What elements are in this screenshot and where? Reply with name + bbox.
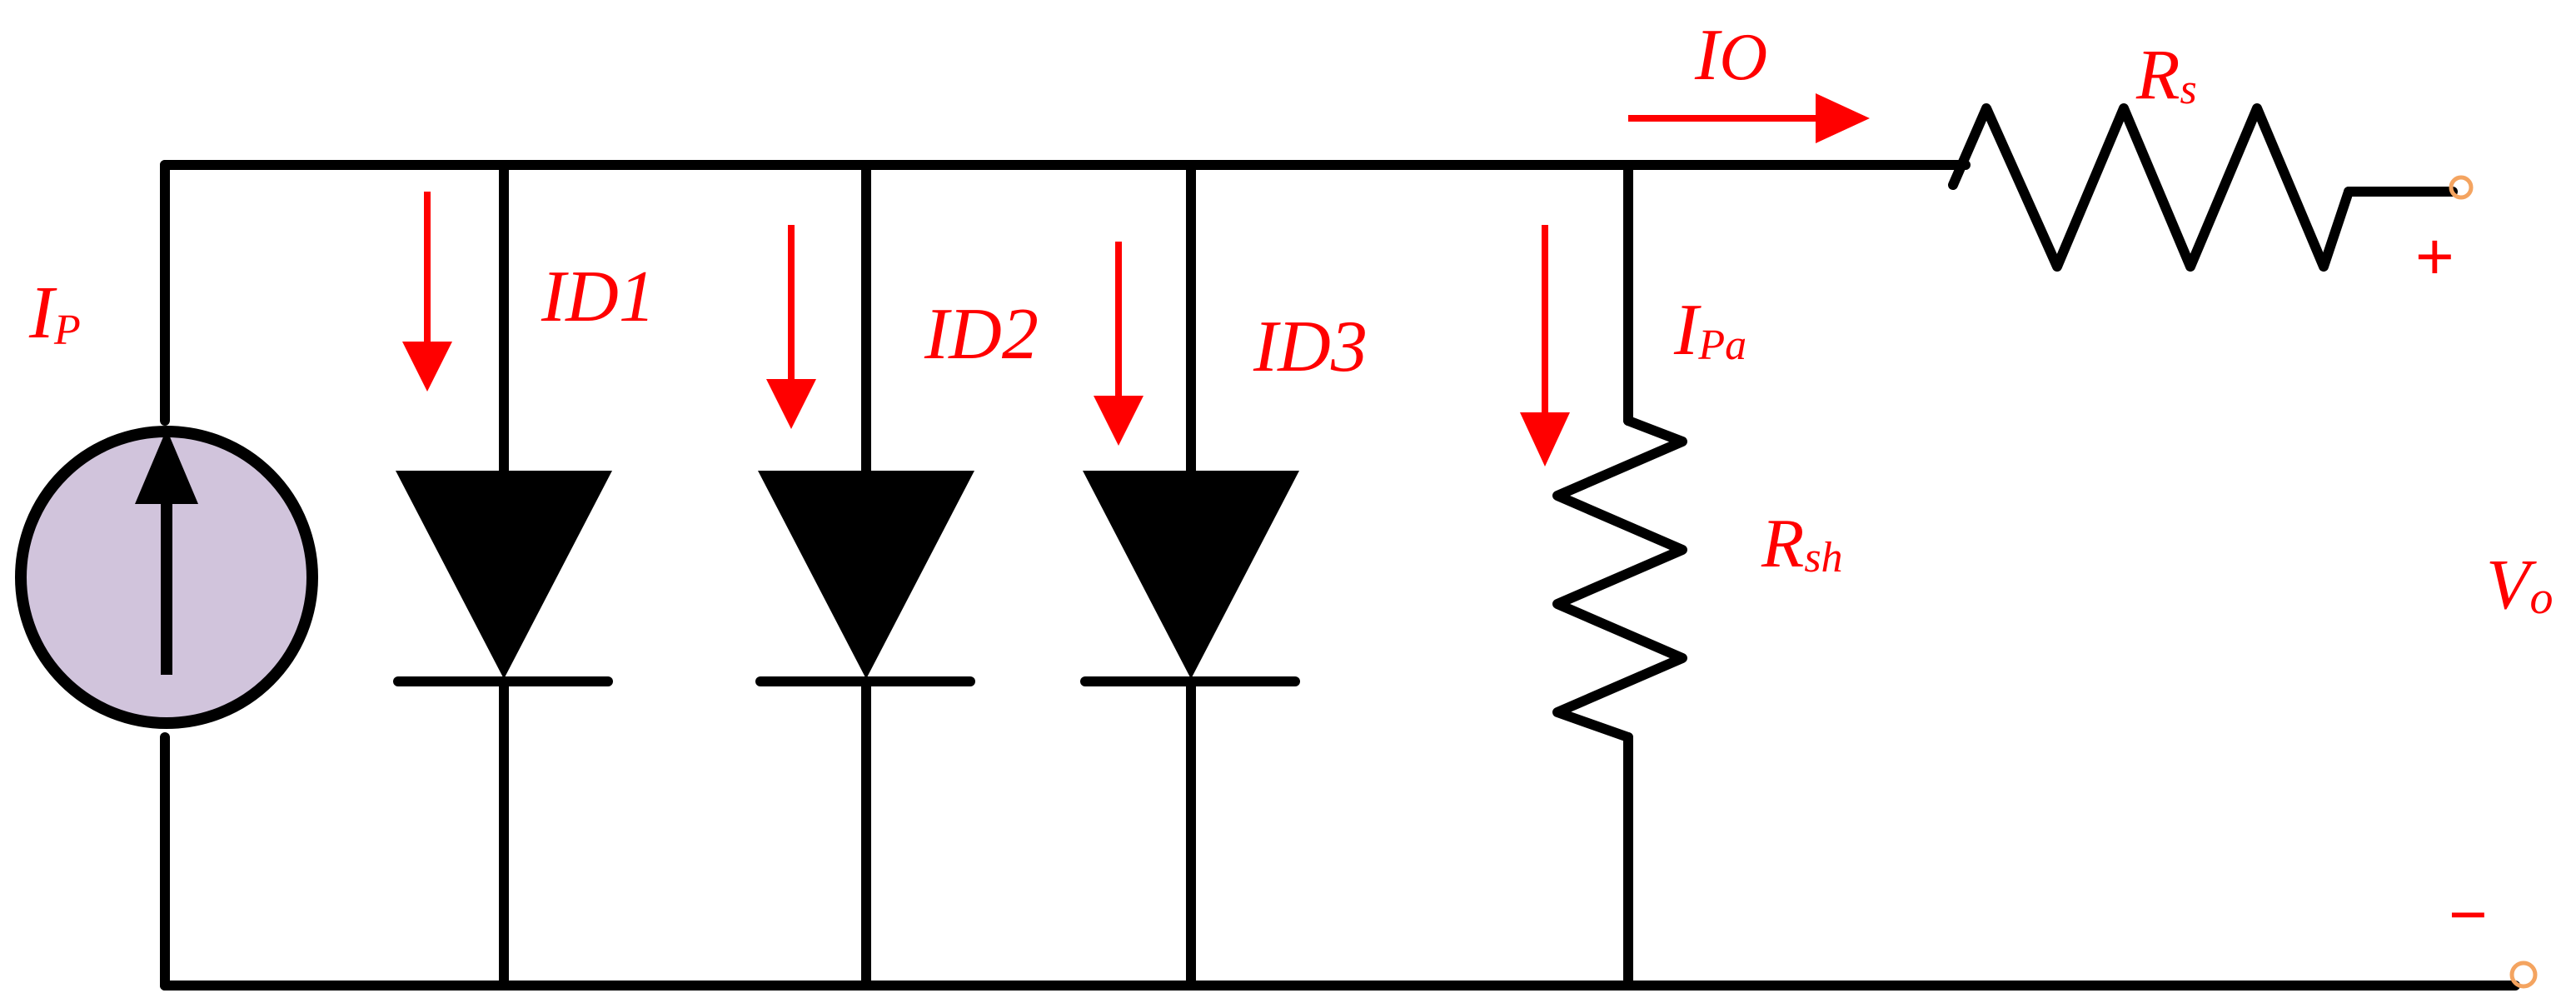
current-source: [15, 426, 318, 729]
label-ip: IP: [28, 272, 81, 354]
down-arrow-icon: [1520, 412, 1570, 467]
label-id1: ID1: [541, 257, 655, 337]
diode-triangle-icon: [1083, 471, 1299, 679]
arrow-id1: [402, 192, 452, 392]
arrow-id3: [1094, 242, 1144, 446]
diode-triangle-icon: [758, 471, 974, 679]
negative-terminal: [2509, 961, 2538, 989]
label-ipa: IPa: [1673, 290, 1746, 371]
label-rsh: Rsh: [1761, 505, 1843, 582]
diode-2: [755, 471, 975, 686]
shunt-resistor: [1552, 416, 1687, 742]
diode-1: [393, 471, 613, 686]
arrow-id2: [766, 225, 816, 429]
label-rs: Rs: [2135, 34, 2197, 114]
label-id2: ID2: [924, 294, 1039, 375]
positive-terminal: [2449, 175, 2474, 200]
series-resistor: [1948, 103, 2354, 272]
up-arrow-icon: [135, 429, 198, 504]
right-arrow-icon: [1816, 93, 1870, 143]
down-arrow-icon: [766, 379, 816, 429]
label-io: IO: [1694, 15, 1767, 96]
arrow-ipa: [1520, 225, 1570, 467]
down-arrow-icon: [402, 342, 452, 392]
label-id3: ID3: [1253, 307, 1368, 387]
label-plus: +: [2415, 219, 2454, 293]
down-arrow-icon: [1094, 396, 1144, 446]
circuit-wires: [160, 160, 2520, 991]
diode-triangle-icon: [396, 471, 612, 679]
label-vo: Vo: [2486, 544, 2554, 624]
label-minus: −: [2449, 877, 2488, 951]
diode-3: [1080, 471, 1300, 686]
arrow-io: [1628, 93, 1870, 143]
